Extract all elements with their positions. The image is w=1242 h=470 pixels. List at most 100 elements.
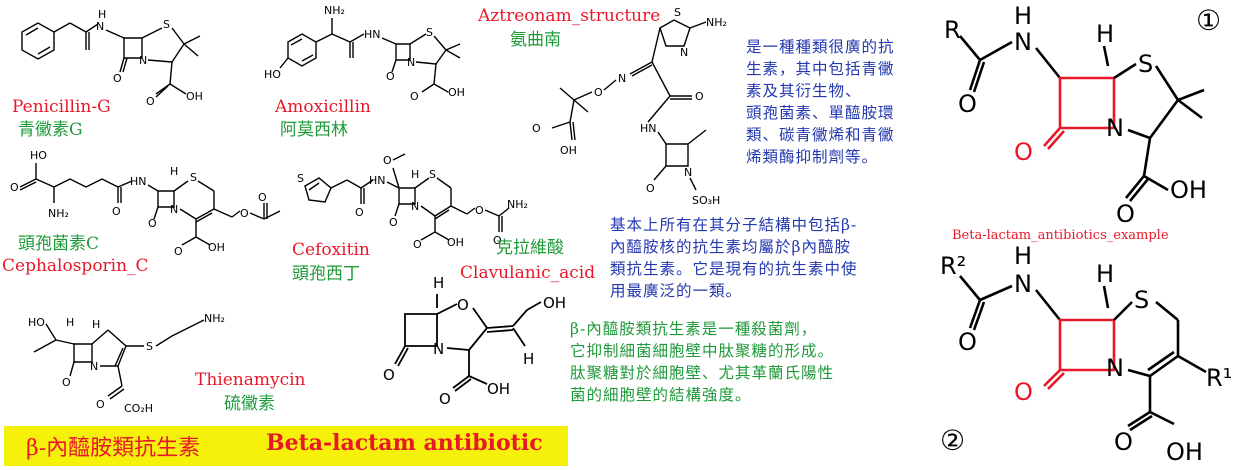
atom-label: O xyxy=(386,70,395,83)
atom-label: NH₂ xyxy=(507,198,528,211)
atom-label: S xyxy=(426,26,433,39)
atom-label: S xyxy=(146,340,153,353)
cefoxitin-structure: S O HN O O N H S O OH O O NH₂ xyxy=(297,153,528,251)
paragraph-line: 肽聚糖對於細胞壁、尤其革蘭氏陽性 xyxy=(570,364,835,382)
atom-label: OH xyxy=(186,90,203,103)
atom-label: N xyxy=(90,360,98,373)
atom-label: O xyxy=(96,398,105,411)
atom-label: O xyxy=(112,205,121,218)
atom-label: N xyxy=(1014,28,1032,56)
structure-number-2: ② xyxy=(940,424,966,457)
thienamycin-structure: HO H O N H O CO₂H S NH₂ xyxy=(28,312,225,415)
atom-label: N xyxy=(96,20,104,33)
atom-label: OH xyxy=(448,86,465,99)
aztreonam-name-en: Aztreonam_structure xyxy=(478,6,661,26)
atom-label: H xyxy=(1014,242,1032,270)
cefoxitin-name-en: Cefoxitin xyxy=(292,240,370,260)
atom-label: H xyxy=(411,168,419,181)
atom-label: O xyxy=(1014,378,1033,406)
clavulanic-name-en: Clavulanic_acid xyxy=(460,263,596,283)
atom-label: O xyxy=(1114,428,1133,456)
atom-label: NH₂ xyxy=(706,16,727,29)
cephalosporin-name-zh: 頭孢菌素C xyxy=(18,234,100,254)
paragraph-line: 內醯胺核的抗生素均屬於β內醯胺 xyxy=(610,238,851,256)
atom-label: H xyxy=(1096,260,1114,288)
atom-label: N xyxy=(680,46,688,59)
atom-label: O xyxy=(413,238,422,251)
aztreonam-structure: S NH₂ N N O O OH O HN O N SO₃H xyxy=(532,6,727,207)
amoxicillin-name-en: Amoxicillin xyxy=(275,97,371,117)
paragraph-line: 基本上所有在其分子結構中包括β- xyxy=(610,216,858,234)
amoxicillin-name-zh: 阿莫西林 xyxy=(280,120,348,140)
atom-label: O xyxy=(62,376,71,389)
atom-label: O xyxy=(646,182,655,195)
atom-label: OH xyxy=(560,144,577,157)
atom-label: O xyxy=(457,296,469,314)
penicillin-g-structure: H N O N S O OH xyxy=(21,8,203,108)
penicillin-name-zh: 青黴素G xyxy=(18,120,83,140)
atom-label: S xyxy=(1134,286,1149,314)
atom-label: O xyxy=(958,328,977,356)
atom-label: S xyxy=(429,168,436,181)
atom-label: H xyxy=(433,274,444,292)
clavulanic-name-zh: 克拉維酸 xyxy=(496,238,564,258)
atom-label: O xyxy=(439,390,451,408)
atom-label: N xyxy=(1106,114,1124,142)
atom-label: N xyxy=(684,166,692,179)
beta-lactam-caption: Beta-lactam_antibiotics_example xyxy=(952,228,1169,243)
atom-label: O xyxy=(958,90,977,118)
paragraph-line: 類、碳青黴烯和青黴 xyxy=(746,126,895,144)
atom-label: O xyxy=(1116,200,1135,228)
atom-label: N xyxy=(407,56,415,69)
atom-label: HO xyxy=(264,68,281,81)
atom-label: O xyxy=(355,206,364,219)
atom-label: H xyxy=(1014,2,1032,30)
paragraph-line: 它抑制細菌細胞壁中肽聚糖的形成。 xyxy=(570,342,835,360)
cephalosporin-name-en: Cephalosporin_C xyxy=(2,256,149,276)
paragraph-line: 菌的細胞壁的結構強度。 xyxy=(570,386,752,404)
atom-label: O xyxy=(240,207,249,220)
paragraph-line: 素及其衍生物、 xyxy=(746,82,862,100)
atom-label: O xyxy=(113,72,122,85)
atom-label: O xyxy=(594,86,603,99)
atom-label: HN xyxy=(640,122,657,135)
aztreonam-name-zh: 氨曲南 xyxy=(510,30,561,50)
atom-label: OH xyxy=(543,294,566,312)
atom-label: R² xyxy=(940,252,966,280)
atom-label: OH xyxy=(208,241,225,254)
paragraph-line: 生素，其中包括青黴 xyxy=(746,60,895,78)
atom-label: N xyxy=(433,340,444,358)
atom-label: S xyxy=(190,171,197,184)
atom-label: O xyxy=(389,216,398,229)
atom-label: N xyxy=(618,72,626,85)
amoxicillin-structure: HO NH₂ HN O N S O OH xyxy=(264,4,465,103)
cephalosporin-c-structure: O HO NH₂ O HN O N H S O OH O O xyxy=(10,149,281,258)
atom-label: OH xyxy=(1170,176,1207,204)
title-en: Beta-lactam antibiotic xyxy=(266,430,543,456)
atom-label: OH xyxy=(447,236,464,249)
atom-label: O xyxy=(258,191,267,204)
atom-label: NH₂ xyxy=(324,4,345,17)
title-banner: β-內醯胺類抗生素 Beta-lactam antibiotic xyxy=(4,426,568,466)
atom-label: O xyxy=(148,217,157,230)
atom-label: O xyxy=(146,95,155,108)
atom-label: O xyxy=(10,181,19,194)
paragraph-line: 是一種種類很廣的抗 xyxy=(746,38,895,56)
atom-label: OH xyxy=(487,380,510,398)
atom-label: N xyxy=(139,54,147,67)
atom-label: R¹ xyxy=(1206,364,1232,392)
atom-label: R xyxy=(944,16,961,44)
paragraph-line: β-內醯胺類抗生素是一種殺菌劑， xyxy=(570,320,818,338)
atom-label: OH xyxy=(1166,438,1203,466)
atom-label: S xyxy=(1138,50,1153,78)
atom-label: H xyxy=(92,318,100,331)
atom-label: N xyxy=(411,200,419,213)
generic-penam-structure: R O H N O N H S O OH xyxy=(944,2,1207,228)
structure-number-1: ① xyxy=(1196,4,1222,37)
atom-label: O xyxy=(475,204,484,217)
atom-label: O xyxy=(174,245,183,258)
atom-label: H xyxy=(98,8,106,21)
atom-label: NH₂ xyxy=(204,312,225,325)
atom-label: CO₂H xyxy=(124,402,153,415)
paragraph-beta-lactam-definition: 基本上所有在其分子結構中包括β- 內醯胺核的抗生素均屬於β內醯胺 類抗生素。它是… xyxy=(610,214,858,302)
